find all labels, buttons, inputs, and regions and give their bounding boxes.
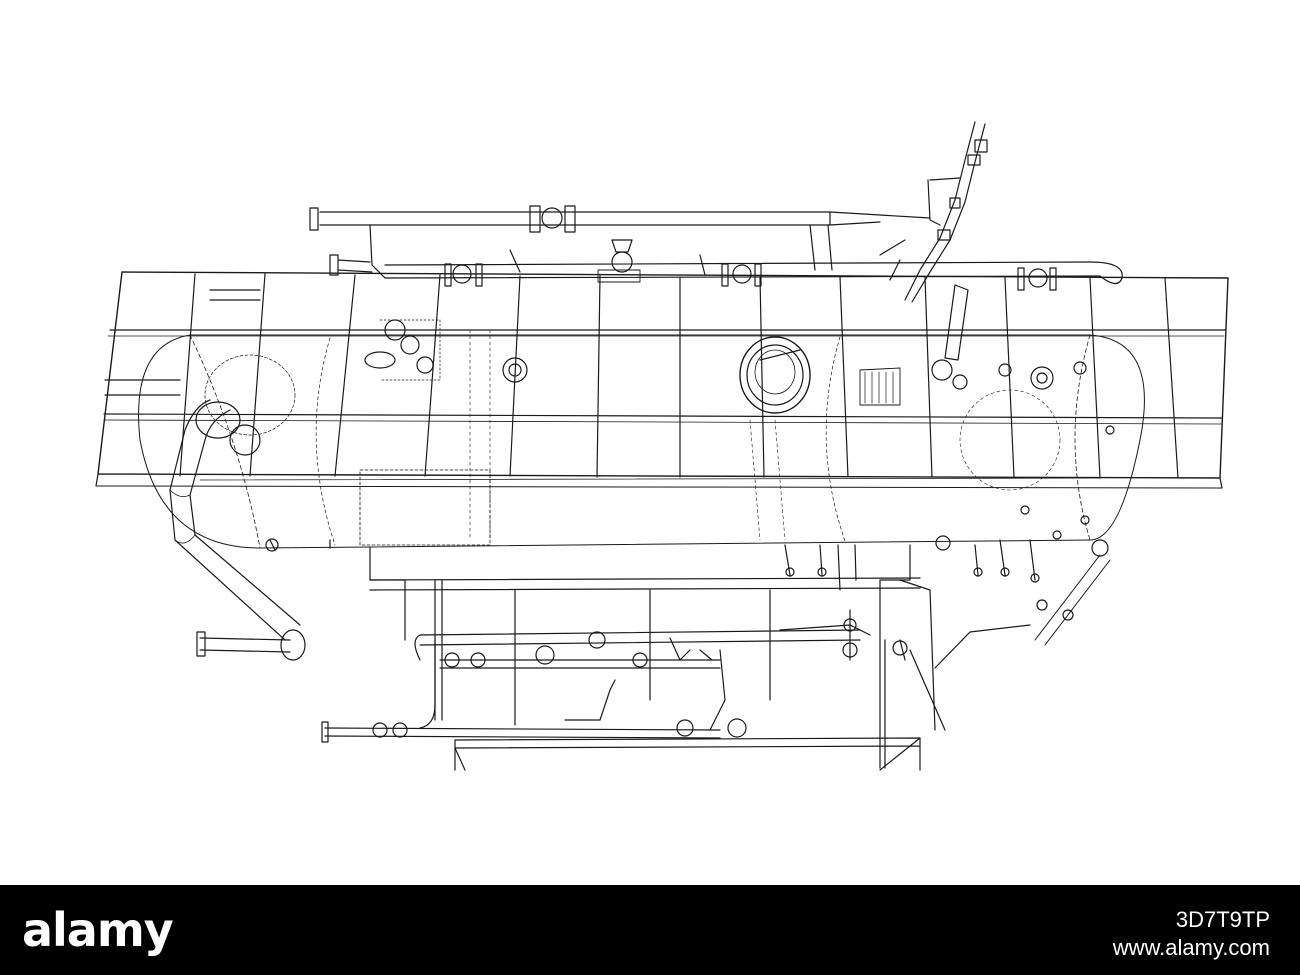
- bottom-nozzles: [265, 425, 1115, 591]
- image-id-label: 3D7T9TP: [1175, 907, 1270, 932]
- watermark-footer: alamy 3D7T9TP www.alamy.com: [0, 885, 1300, 975]
- lower-piping: [321, 609, 908, 743]
- riser-pipe: [879, 121, 988, 303]
- vessel-body: [138, 329, 1145, 549]
- wireframe-drawing: [95, 121, 1229, 771]
- site-url-label: www.alamy.com: [1112, 935, 1270, 960]
- left-pipe-elbow: [169, 399, 306, 661]
- right-gauge: [934, 539, 1111, 669]
- brand-logo: alamy: [22, 903, 174, 957]
- lower-support-frame: [369, 544, 946, 771]
- top-platform-frame: [95, 271, 1229, 489]
- top-piping: [309, 205, 1123, 291]
- top-nozzles: [364, 284, 1087, 414]
- technical-drawing-svg: [95, 121, 1229, 771]
